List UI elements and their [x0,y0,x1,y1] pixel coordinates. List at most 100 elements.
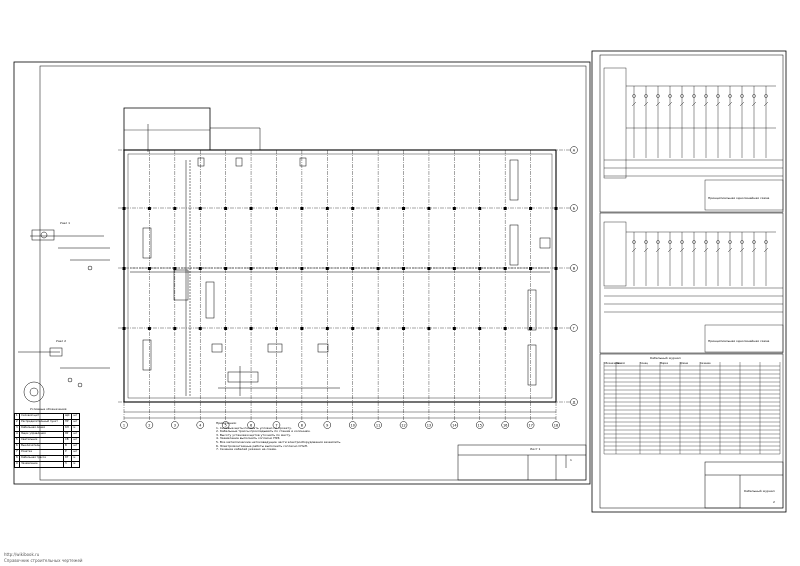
breaker-symbol [740,240,744,244]
switch-symbol [763,101,769,107]
switch-symbol [643,101,649,107]
column-post [173,207,177,210]
breaker-symbol [716,94,720,98]
column-grid [122,150,558,420]
column-post [274,327,278,330]
note-line: 2. Кабельные трассы прокладывать по стен… [216,429,311,434]
switch-symbol [679,101,685,107]
column-post [300,207,304,210]
column-post [147,267,151,270]
column-post [427,207,431,210]
switch-symbol [631,247,637,253]
column-axis-label: 7 [275,424,277,428]
column-axis-label: 12 [401,424,405,428]
column-axis-marker [425,421,433,429]
column-post [173,327,177,330]
switch-symbol [631,101,637,107]
detail-node-1 [30,229,110,271]
switch-symbol [643,247,649,253]
column-axis-label: 3 [174,424,176,428]
column-axis-marker [247,421,255,429]
footer-site[interactable]: http://wikibook.ru [4,552,40,557]
column-axis-marker [476,421,484,429]
breaker-symbol [644,94,648,98]
column-post [503,207,507,210]
column-post [300,327,304,330]
column-axis-label: 17 [528,424,532,428]
column-axis-label: 5 [225,424,227,428]
column-axis-marker [145,421,154,429]
column-post [376,267,380,270]
note-line: 7. Сечение кабелей указано на схеме. [216,447,277,452]
column-axis-label: 4 [199,424,202,428]
journal-header: Сечение [700,362,711,365]
column-axis-marker [501,421,509,429]
column-post [402,267,406,270]
column-post [478,207,482,210]
notes-block: 1. Силовые щиты показать условно по прое… [216,426,456,451]
column-axis-label: 10 [350,424,354,428]
breaker-symbol [632,94,636,98]
column-post [554,327,558,330]
sheet2-frame [591,50,787,513]
column-axis-label: 6 [250,424,252,428]
equipment-symbols [142,157,551,386]
column-axis-marker [221,421,230,429]
column-post [503,327,507,330]
schematic-panel-1 [603,67,784,211]
switch-symbol [763,247,769,253]
column-post [427,327,431,330]
column-post [325,207,329,210]
column-axis-label: 11 [376,424,380,428]
column-axis-marker [399,421,408,429]
panel3-title: Кабельный журнал [650,356,681,360]
column-axis-marker [120,421,128,429]
sheet1-title-block [457,444,587,481]
note-line: 4. Заземление выполнить согласно ПУЭ. [216,436,281,441]
column-axis-marker [374,421,382,429]
column-post [351,267,355,270]
column-post [529,207,533,210]
breaker-symbol [716,240,720,244]
column-axis-marker [526,421,535,429]
column-post [249,327,253,330]
cable-runs [130,124,550,396]
column-post [198,267,202,270]
switch-symbol [679,247,685,253]
column-post [452,207,456,210]
column-post [351,327,355,330]
cable-journal-grid [603,362,781,455]
breaker-symbol [656,240,660,244]
switch-symbol [739,101,745,107]
column-post [325,267,329,270]
column-post [478,267,482,270]
legend-title: Условные обозначения [30,407,67,411]
column-axis-label: 2 [148,424,150,428]
journal-header: Конец [640,362,648,365]
schematic-feeders-2 [631,232,769,286]
column-axis-label: 18 [554,424,558,428]
detail-node-2 [18,347,110,403]
column-post [224,267,228,270]
column-post [529,267,533,270]
legend-cell: З [62,461,73,468]
column-post [376,327,380,330]
breaker-symbol [692,94,696,98]
column-post [478,327,482,330]
note-line: 6. Электромонтажные работы выполнить сог… [216,443,308,448]
switch-symbol [655,247,661,253]
breaker-symbol [692,240,696,244]
switch-symbol [751,247,757,253]
switch-symbol [715,101,721,107]
row-axis-label: А [573,148,576,152]
row-axis-label: Б [573,206,576,210]
sheet1-frame [13,61,591,485]
column-post [351,207,355,210]
column-post [452,267,456,270]
column-post [554,267,558,270]
column-axis-marker [298,421,306,429]
